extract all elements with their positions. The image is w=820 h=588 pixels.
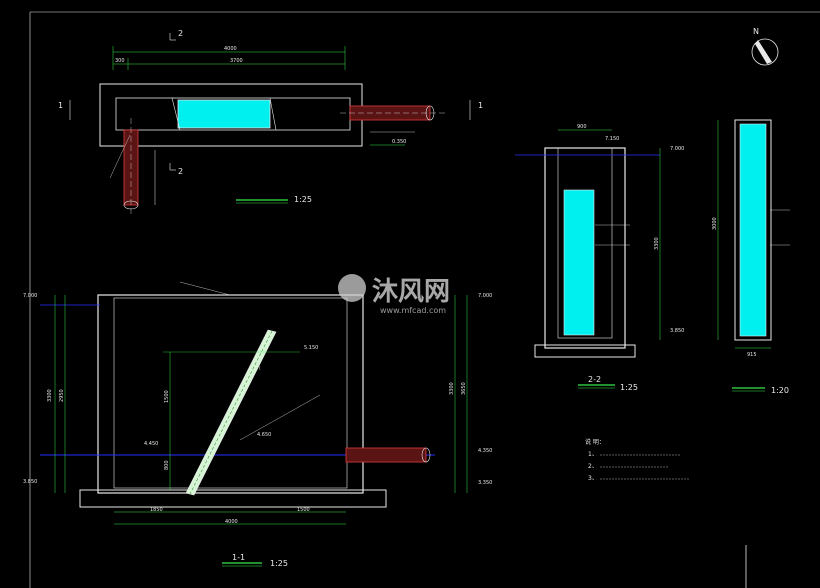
right-elev-mid: 4.350 (478, 448, 492, 454)
left-inner: 2950 (59, 389, 65, 402)
section-1-inner (113, 297, 348, 489)
notes-item-3: 3、 (588, 475, 598, 482)
screen-detail: 3000 915 1:20 (712, 119, 790, 395)
mid-elev2: 4.450 (144, 441, 158, 447)
north-label: N (753, 27, 759, 36)
plan-section-mark-2-bottom: 2 (178, 167, 183, 176)
right-elev-bottom: 3.350 (478, 480, 492, 486)
plan-dim-mid: 3700 (230, 58, 243, 64)
plan-section-mark-1-left: 1 (58, 101, 63, 110)
notes-item-1: 1、 (588, 451, 598, 458)
watermark: 沐风网 www.mfcad.com (338, 274, 450, 315)
plan-dim-left: 300 (115, 58, 125, 64)
watermark-url: www.mfcad.com (380, 306, 446, 315)
mid-height2: 800 (164, 460, 170, 470)
section-2-elev-bottom: 3.850 (670, 328, 684, 334)
right-height2: 3650 (461, 382, 467, 395)
detail-frame (734, 119, 772, 341)
section-1-scale: 1:25 (270, 559, 288, 568)
plan-level: 0.350 (392, 139, 406, 145)
notes: 说 明： 1、 2、 3、 (585, 438, 690, 482)
north-arrow-icon: N (751, 27, 779, 66)
right-elev-top: 7.000 (478, 293, 492, 299)
plan-section-mark-1-right: 1 (478, 101, 483, 110)
section-1-label: 1-1 (232, 553, 245, 562)
section-2-height: 3300 (654, 237, 660, 250)
mid-height1: 1500 (164, 390, 170, 403)
notes-item-2: 2、 (588, 463, 598, 470)
detail-width: 915 (747, 352, 757, 358)
bottom-total: 4000 (225, 519, 238, 525)
plan-dim-total: 4000 (224, 46, 237, 52)
section-2-base (534, 344, 636, 358)
section-1-outlet-pipe (345, 447, 427, 463)
plan-screen (177, 99, 271, 129)
watermark-cn: 沐风网 (372, 277, 450, 307)
section-2-width: 900 (577, 124, 587, 130)
right-height1: 3300 (449, 382, 455, 395)
left-height: 3300 (47, 389, 53, 402)
section-2-elev-top: 7.000 (670, 146, 684, 152)
detail-scale: 1:20 (771, 386, 789, 395)
plan-scale: 1:25 (294, 195, 312, 204)
section-1-base (79, 489, 387, 508)
notes-heading: 说 明： (585, 438, 605, 446)
mid-elev1: 5.150 (304, 345, 318, 351)
section-2-inner (557, 147, 613, 339)
bottom-left: 1850 (150, 507, 163, 513)
left-elev-bottom: 3.850 (23, 479, 37, 485)
bottom-right: 1500 (297, 507, 310, 513)
section-2-screen (563, 189, 595, 336)
section-2-2: 900 7.150 7.000 3.850 3300 2-2 1:25 (515, 124, 684, 392)
section-1-1: 7.000 3.850 3300 2950 7.000 4.350 3.350 … (23, 281, 492, 568)
detail-height: 3000 (712, 217, 718, 230)
plan-section-mark-2-top: 2 (178, 29, 183, 38)
plan-view: 4000 300 3700 2 1 1 2 0.350 (58, 29, 483, 215)
section-2-scale: 1:25 (620, 383, 638, 392)
detail-screen (739, 123, 767, 337)
watermark-logo-icon (338, 274, 366, 302)
section-2-elev-top2: 7.150 (605, 136, 619, 142)
section-2-label: 2-2 (588, 375, 601, 384)
section-1-wall (97, 294, 364, 494)
mid-elev3: 4.650 (257, 432, 271, 438)
left-elev-top: 7.000 (23, 293, 37, 299)
